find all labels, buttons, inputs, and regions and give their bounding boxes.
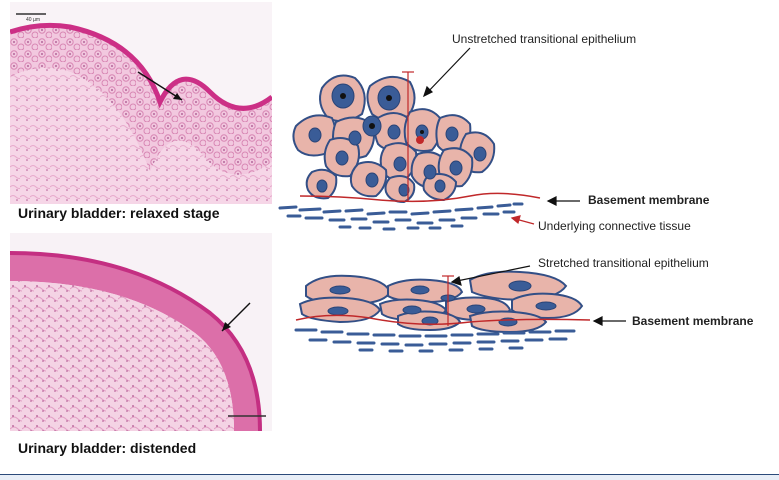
caption-relaxed: Urinary bladder: relaxed stage — [18, 205, 220, 221]
unstretched-epithelium — [292, 74, 496, 204]
label-basement-membrane-top: Basement membrane — [588, 193, 710, 207]
micrograph-distended-image — [10, 233, 272, 431]
footer-rule — [0, 474, 779, 480]
label-unstretched-epithelium: Unstretched transitional epithelium — [452, 32, 637, 46]
micrograph-relaxed: 40 µm — [10, 2, 272, 204]
label-connective-tissue: Underlying connective tissue — [538, 219, 691, 233]
micrograph-relaxed-image: 40 µm — [10, 2, 272, 204]
label-stretched-epithelium: Stretched transitional epithelium — [538, 256, 709, 270]
caption-distended: Urinary bladder: distended — [18, 440, 197, 456]
connective-tissue-bottom — [294, 328, 576, 353]
label-basement-membrane-bottom: Basement membrane — [632, 314, 754, 328]
stretched-epithelium — [298, 270, 584, 334]
connective-tissue-top — [278, 202, 524, 231]
basement-membrane-line-bottom — [295, 314, 591, 325]
micrograph-distended — [10, 233, 272, 431]
basement-membrane-line-top — [299, 192, 541, 203]
scale-bar-label: 40 µm — [26, 17, 40, 23]
